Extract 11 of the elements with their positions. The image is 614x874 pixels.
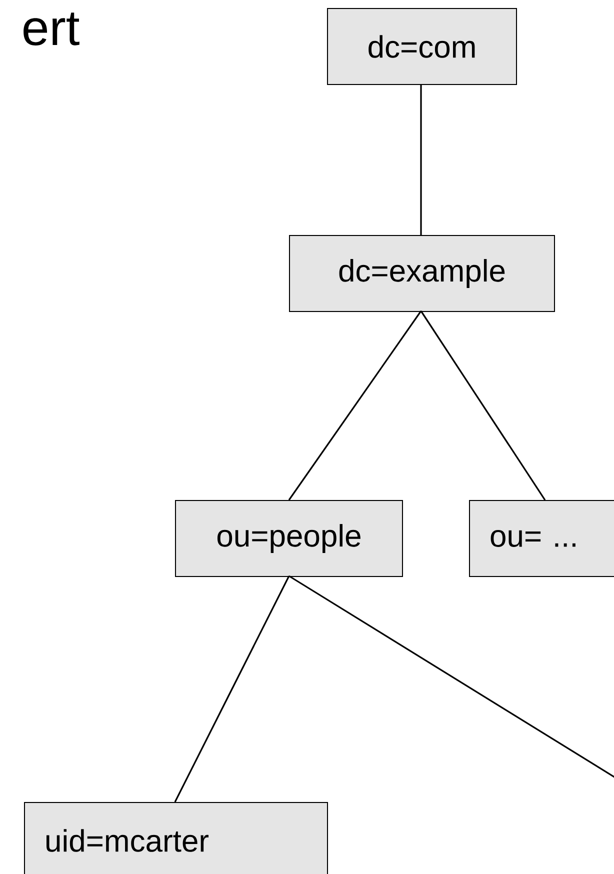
connector-line <box>288 575 614 779</box>
connector-line <box>288 310 422 500</box>
entry-box: dc=example <box>289 235 555 312</box>
entry-box: ou=people <box>175 500 403 577</box>
entry-box: ou= ... <box>469 500 614 577</box>
entry-box: uid=mcarter <box>24 802 328 874</box>
connector-line <box>420 84 422 235</box>
title: ert <box>24 12 80 46</box>
entry-box: dc=com <box>327 8 517 85</box>
connector-line <box>174 576 290 802</box>
connector-line <box>420 310 546 500</box>
